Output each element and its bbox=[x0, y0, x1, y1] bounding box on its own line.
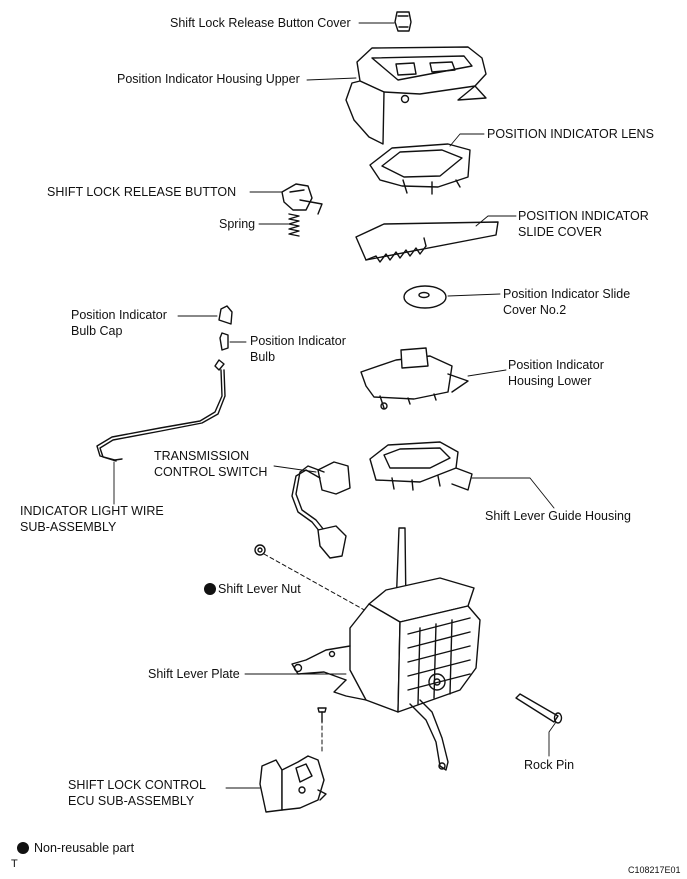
spring-part bbox=[288, 213, 300, 237]
label-slide-cover-no2-line1: Position Indicator Slide bbox=[503, 287, 631, 301]
label-shift-lever-plate: Shift Lever Plate bbox=[148, 667, 240, 681]
non-reusable-marker bbox=[204, 583, 216, 595]
label-ecu-line1: SHIFT LOCK CONTROL bbox=[68, 778, 206, 792]
legend-marker bbox=[17, 842, 29, 854]
indicator-lens-part bbox=[369, 143, 471, 195]
indicator-wire-part bbox=[96, 359, 226, 462]
bulb-part bbox=[219, 332, 229, 351]
label-slide-cover-no2-line2: Cover No.2 bbox=[503, 303, 567, 317]
label-housing-lower-line1: Position Indicator bbox=[508, 358, 604, 372]
label-bulb-line2: Bulb bbox=[250, 350, 276, 364]
label-bulb-cap-line1: Position Indicator bbox=[71, 308, 167, 322]
slide-cover-part bbox=[355, 221, 499, 263]
label-shift-lock-release-button: SHIFT LOCK RELEASE BUTTON bbox=[47, 185, 237, 199]
guide-housing-part bbox=[369, 441, 473, 491]
rock-pin-part bbox=[515, 693, 563, 724]
label-position-indicator-lens: POSITION INDICATOR LENS bbox=[487, 127, 654, 141]
shift-lever-assembly bbox=[291, 527, 481, 771]
label-slide-cover-line2: SLIDE COVER bbox=[518, 225, 603, 239]
leader-lines bbox=[113, 22, 557, 789]
screw-part bbox=[317, 707, 327, 723]
figure-code: C108217E01 bbox=[628, 865, 681, 875]
label-shift-lever-nut: Shift Lever Nut bbox=[218, 582, 301, 596]
label-spring: Spring bbox=[219, 217, 256, 231]
corner-mark: T bbox=[11, 858, 18, 870]
label-rock-pin: Rock Pin bbox=[524, 758, 575, 772]
label-shift-lever-guide-housing: Shift Lever Guide Housing bbox=[485, 509, 631, 523]
label-indicator-wire-line1: INDICATOR LIGHT WIRE bbox=[20, 504, 164, 518]
release-button-part bbox=[281, 183, 323, 215]
bulb-cap-part bbox=[218, 305, 233, 325]
label-bulb-line1: Position Indicator bbox=[250, 334, 346, 348]
label-indicator-wire-line2: SUB-ASSEMBLY bbox=[20, 520, 117, 534]
label-transmission-switch-line1: TRANSMISSION bbox=[154, 449, 250, 463]
label-position-indicator-housing-upper: Position Indicator Housing Upper bbox=[117, 72, 300, 86]
shift-lever-nut-part bbox=[254, 544, 266, 556]
shift-lock-ecu-part bbox=[259, 755, 327, 813]
label-bulb-cap-line2: Bulb Cap bbox=[71, 324, 123, 338]
transmission-switch-part bbox=[291, 461, 351, 559]
label-slide-cover-line1: POSITION INDICATOR bbox=[518, 209, 649, 223]
label-shift-lock-release-button-cover: Shift Lock Release Button Cover bbox=[170, 16, 351, 30]
button-cover-part bbox=[394, 11, 412, 32]
housing-upper-part bbox=[345, 46, 487, 145]
label-ecu-line2: ECU SUB-ASSEMBLY bbox=[68, 794, 195, 808]
label-housing-lower-line2: Housing Lower bbox=[508, 374, 592, 388]
slide-cover-no2-part bbox=[403, 285, 447, 309]
legend-non-reusable-text: Non-reusable part bbox=[34, 841, 135, 855]
housing-lower-part bbox=[360, 347, 469, 410]
label-transmission-switch-line2: CONTROL SWITCH bbox=[154, 465, 268, 479]
